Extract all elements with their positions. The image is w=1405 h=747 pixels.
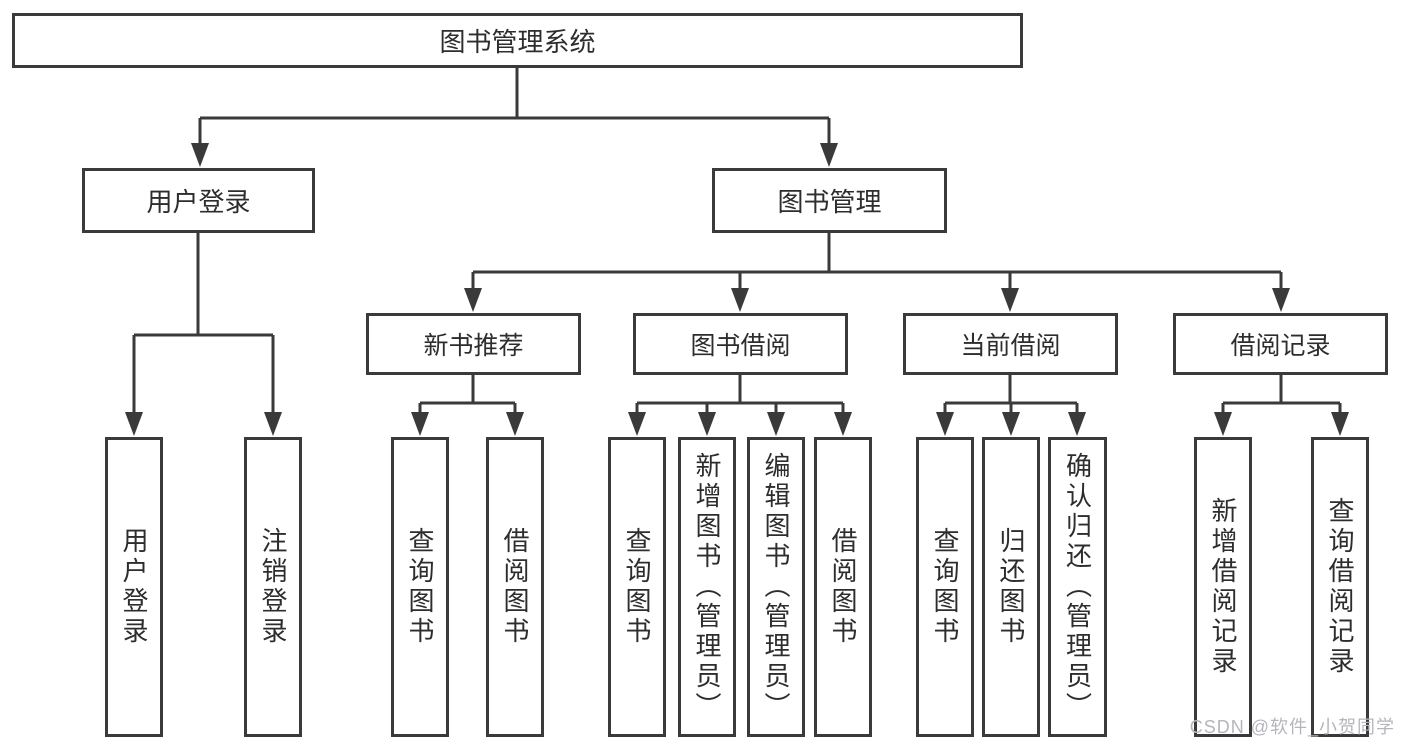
leaf-label: 借阅图书 (828, 527, 858, 647)
arrowhead (820, 143, 838, 167)
leaf-return-books: 归还图书 (982, 437, 1040, 737)
leaf-add-book-admin: 新增图书（管理员） (678, 437, 736, 737)
arrowhead (731, 288, 749, 312)
leaf-label: 新增借阅记录 (1208, 497, 1238, 677)
edge-borrowing-to-leaves (635, 375, 845, 413)
arrowhead (936, 412, 954, 436)
leaf-label: 借阅图书 (500, 527, 530, 647)
arrowhead (411, 412, 429, 436)
edge-recommend-to-leaves (418, 375, 517, 413)
leaf-label: 归还图书 (996, 527, 1026, 647)
leaf-label: 查询借阅记录 (1325, 497, 1355, 677)
edge-bookmgmt-to-level3 (471, 233, 1283, 289)
edge-records-to-leaves (1221, 375, 1342, 413)
leaf-user-login: 用户登录 (105, 437, 163, 737)
leaf-borrow-books-borrowing: 借阅图书 (814, 437, 872, 737)
arrowhead (1214, 412, 1232, 436)
leaf-label: 确认归还（管理员） (1062, 452, 1093, 722)
leaf-logout: 注销登录 (244, 437, 302, 737)
leaf-edit-book-admin: 编辑图书（管理员） (747, 437, 805, 737)
leaf-label: 新增图书（管理员） (692, 452, 722, 722)
arrowhead (1068, 412, 1086, 436)
node-book-management: 图书管理 (712, 168, 947, 233)
arrowhead (506, 412, 524, 436)
arrowhead (1001, 288, 1019, 312)
leaf-add-borrow-record: 新增借阅记录 (1194, 437, 1252, 737)
arrowhead (1331, 412, 1349, 436)
arrowhead (698, 412, 716, 436)
leaf-label: 查询图书 (405, 527, 435, 647)
node-current-borrowing: 当前借阅 (903, 313, 1118, 375)
node-new-book-recommendation: 新书推荐 (366, 313, 581, 375)
leaf-label: 用户登录 (119, 527, 149, 647)
leaf-label: 查询图书 (622, 527, 652, 647)
leaf-borrow-books-recommend: 借阅图书 (486, 437, 544, 737)
arrowhead (628, 412, 646, 436)
node-book-borrowing: 图书借阅 (633, 313, 848, 375)
arrowhead (125, 412, 143, 436)
leaf-label: 查询图书 (930, 527, 960, 647)
edge-userlogin-to-leaves (132, 233, 275, 413)
leaf-label: 编辑图书（管理员） (761, 452, 791, 722)
arrowhead (1002, 412, 1020, 436)
arrowhead (1272, 288, 1290, 312)
arrowhead (834, 412, 852, 436)
edge-root-to-level2 (198, 68, 831, 144)
node-borrowing-records: 借阅记录 (1173, 313, 1388, 375)
node-user-login: 用户登录 (82, 168, 315, 233)
arrowhead (767, 412, 785, 436)
edge-current-to-leaves (943, 375, 1079, 413)
arrowhead (191, 143, 209, 167)
leaf-query-books-current: 查询图书 (916, 437, 974, 737)
node-library-system: 图书管理系统 (12, 13, 1023, 68)
leaf-label: 注销登录 (258, 527, 288, 647)
arrowhead (464, 288, 482, 312)
arrowhead (264, 412, 282, 436)
leaf-query-books-recommend: 查询图书 (391, 437, 449, 737)
leaf-query-books-borrowing: 查询图书 (608, 437, 666, 737)
leaf-confirm-return-admin: 确认归还（管理员） (1048, 437, 1107, 737)
watermark-text: CSDN @软件_小贺同学 (1189, 717, 1395, 737)
leaf-query-borrow-record: 查询借阅记录 (1311, 437, 1369, 737)
